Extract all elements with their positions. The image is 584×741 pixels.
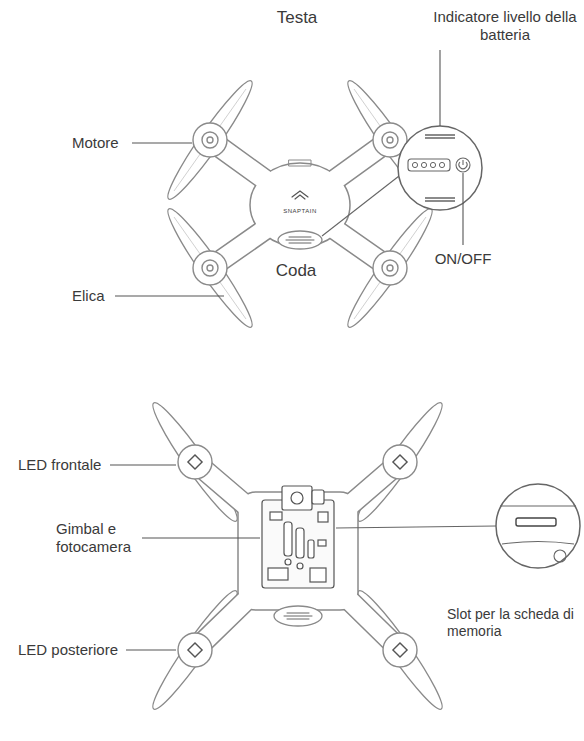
top-motors [387,137,393,143]
battery-callout [456,158,470,172]
top-motors [207,265,213,271]
bottom-motors [188,643,202,657]
gimbal-camera [268,568,288,580]
gimbal-camera [285,559,291,565]
leader-line [439,50,440,126]
top-body [286,237,314,243]
bottom-body [274,606,322,626]
leader-line [110,465,260,650]
leader-line [115,295,224,296]
bottom-motors [178,633,212,667]
bottom-motors [178,445,212,479]
brand-logo: SNAPTAIN [270,208,330,215]
gimbal-camera [312,490,324,504]
bottom-propellers [351,397,450,526]
gimbal-camera [284,522,292,556]
leader-line [115,50,463,296]
gimbal-camera [296,528,304,558]
bottom-motors [393,643,407,657]
gimbal-camera [270,512,282,520]
leader-line [126,649,176,650]
gimbal-camera [308,540,314,558]
battery-callout [398,126,482,210]
top-motors [387,265,393,271]
top-motors [202,132,218,148]
part-label: LED posteriore [18,641,126,659]
battery-callout [439,162,444,167]
top-motors [207,137,213,143]
top-propellers [161,75,260,204]
bottom-body [240,494,357,609]
top-motors [382,260,398,276]
battery-callout [408,159,450,171]
slot-callout [516,518,556,526]
bottom-propellers [146,397,245,526]
top-body [278,231,322,249]
gimbal-camera [318,512,328,522]
top-propellers [174,89,426,319]
leader-line [132,142,192,143]
leader-line [110,464,176,465]
slot-callout [500,506,576,544]
bottom-body [195,462,400,650]
part-label: Indicatore livello della batteria [430,8,580,44]
part-label: LED frontale [18,456,110,474]
slot-callout [496,484,580,568]
top-motors [193,251,227,285]
battery-callout [322,176,399,236]
bottom-motors [383,445,417,479]
gimbal-camera [262,500,334,588]
gimbal-camera [262,486,334,588]
gimbal-camera [297,563,303,569]
bottom-body [284,613,312,619]
top-motors [373,251,407,285]
bottom-motors [188,455,202,469]
slot-callout [554,550,566,562]
part-label: Motore [72,134,132,152]
bottom-body [195,462,400,650]
part-label: Elica [72,287,114,305]
bottom-motors [383,633,417,667]
part-label: Gimbal e fotocamera [56,520,140,556]
battery-callout [322,126,482,236]
gimbal-camera [282,486,312,510]
gimbal-camera [318,540,326,546]
top-motors [193,123,407,285]
gimbal-camera [310,568,326,582]
battery-callout [430,162,435,167]
battery-callout [412,162,417,167]
bottom-motors [178,445,417,667]
top-propellers [161,203,260,332]
slot-callout [336,484,580,568]
slot-callout [336,526,496,528]
part-label: ON/OFF [433,250,493,268]
leader-line [142,537,260,538]
battery-callout [459,160,467,169]
bottom-body [195,462,400,650]
bottom-motors [393,455,407,469]
top-propellers [341,203,440,332]
top-motors [202,260,218,276]
tail-label: Coda [261,261,331,281]
bottom-propellers [146,397,450,714]
top-body [289,160,311,166]
part-label: Slot per la scheda di memoria [447,606,581,640]
head-label: Testa [262,8,332,28]
top-motors [382,132,398,148]
leader-line [462,173,463,245]
top-propellers [161,75,440,332]
top-motors [193,123,227,157]
gimbal-camera [291,492,303,504]
top-body [292,191,308,199]
battery-callout [421,162,426,167]
